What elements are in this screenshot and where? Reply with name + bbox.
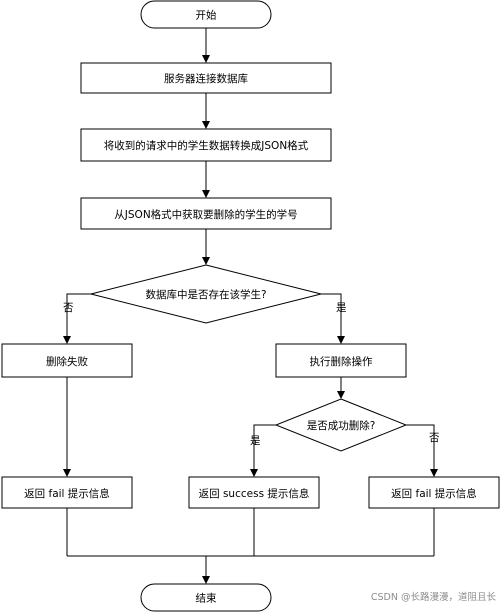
arrowhead <box>430 469 438 477</box>
connector-exists-yes <box>321 293 342 337</box>
branch-label-yes: 是 <box>336 302 347 314</box>
arrowhead <box>250 469 258 477</box>
connector-success-no <box>406 424 435 470</box>
process-convert-json-label: 将收到的请求中的学生数据转换成JSON格式 <box>104 139 309 152</box>
end-label: 结束 <box>196 592 217 605</box>
decision-student-exists-label: 数据库中是否存在该学生? <box>145 288 266 301</box>
process-return-fail-right <box>368 476 500 509</box>
start-label: 开始 <box>196 9 217 22</box>
process-connect-db <box>80 62 332 94</box>
connector-exists-no <box>66 293 91 337</box>
process-extract-id-label: 从JSON格式中获取要删除的学生的学号 <box>114 208 297 221</box>
decision-delete-success <box>274 398 408 452</box>
arrowhead <box>202 190 210 198</box>
arrowhead <box>202 576 210 584</box>
arrowhead <box>202 257 210 265</box>
process-extract-id <box>80 197 332 230</box>
process-connect-db-label: 服务器连接数据库 <box>164 72 248 85</box>
process-return-success-label: 返回 success 提示信息 <box>199 487 310 500</box>
process-return-fail-left-label: 返回 fail 提示信息 <box>24 487 110 500</box>
decision-delete-success-label: 是否成功删除? <box>307 419 376 432</box>
process-execute-delete-label: 执行删除操作 <box>310 355 373 368</box>
process-delete-fail <box>1 343 133 378</box>
process-return-fail-left <box>1 476 133 509</box>
branch-label-no: 否 <box>63 302 74 314</box>
arrowhead <box>202 55 210 63</box>
process-return-success <box>188 476 320 509</box>
arrowhead <box>337 336 345 344</box>
decision-student-exists <box>90 264 322 324</box>
connector-success-yes <box>253 424 276 470</box>
arrowhead <box>337 391 345 399</box>
arrowhead <box>202 121 210 129</box>
process-delete-fail-label: 删除失败 <box>46 355 88 368</box>
process-execute-delete <box>275 343 407 378</box>
branch-label-no-2: 否 <box>429 432 440 444</box>
end-terminal <box>140 583 272 612</box>
arrowhead <box>63 469 71 477</box>
process-return-fail-right-label: 返回 fail 提示信息 <box>391 487 477 500</box>
watermark: CSDN @长路漫漫，道阻且长 <box>371 591 497 603</box>
branch-label-yes-2: 是 <box>250 435 261 447</box>
arrowhead <box>63 336 71 344</box>
